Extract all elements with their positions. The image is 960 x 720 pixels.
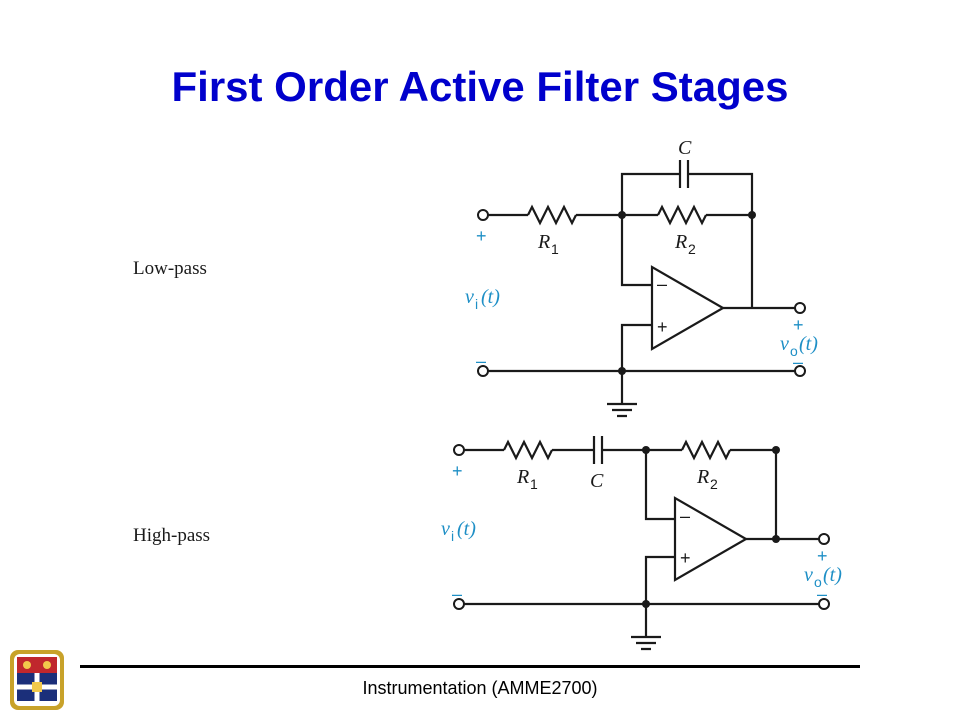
high-pass-vo-argument: (t): [823, 564, 842, 586]
low-pass-label: Low-pass: [133, 258, 207, 279]
low-pass-ground-icon: [607, 402, 637, 418]
high-pass-r1-subscript: 1: [530, 476, 538, 492]
high-pass-output-minus: –: [817, 584, 827, 604]
high-pass-r1-label: R: [516, 466, 529, 488]
high-pass-r2-resistor: [681, 439, 731, 461]
low-pass-vo-argument: (t): [799, 333, 818, 355]
high-pass-vo-label: v: [804, 564, 813, 586]
high-pass-vo-subscript: o: [814, 574, 822, 590]
low-pass-capacitor: [678, 160, 690, 188]
high-pass-r1-resistor: [503, 439, 553, 461]
low-pass-c-label: C: [678, 137, 692, 159]
low-pass-vi-label: v: [465, 286, 474, 308]
low-pass-r2-subscript: 2: [688, 241, 696, 257]
high-pass-vi-subscript: i: [451, 528, 454, 544]
low-pass-r1-resistor: [527, 204, 577, 226]
high-pass-vi-argument: (t): [457, 518, 476, 540]
high-pass-input-terminal: [453, 444, 465, 456]
low-pass-input-minus: –: [476, 351, 486, 371]
footer-divider: [80, 665, 860, 668]
high-pass-output-ground-terminal: [818, 598, 830, 610]
low-pass-input-plus: +: [476, 226, 487, 246]
footer-course-label: Instrumentation (AMME2700): [362, 678, 598, 698]
high-pass-input-ground-terminal: [453, 598, 465, 610]
low-pass-vo-subscript: o: [790, 343, 798, 359]
low-pass-output-ground-terminal: [794, 365, 806, 377]
low-pass-op-amp: [650, 265, 726, 351]
low-pass-vo-label: v: [780, 333, 789, 355]
high-pass-output-terminal: [818, 533, 830, 545]
high-pass-capacitor: [592, 436, 604, 464]
university-crest-icon: [10, 650, 64, 710]
slide-title: First Order Active Filter Stages: [171, 63, 789, 110]
high-pass-input-plus: +: [452, 461, 463, 481]
low-pass-input-ground-terminal: [477, 365, 489, 377]
low-pass-vi-argument: (t): [481, 286, 500, 308]
svg-text:–: –: [680, 506, 690, 526]
low-pass-r2-resistor: [657, 204, 707, 226]
low-pass-r1-label: R: [537, 231, 550, 253]
low-pass-r2-label: R: [674, 231, 687, 253]
high-pass-label: High-pass: [133, 525, 211, 546]
high-pass-c-label: C: [590, 470, 604, 492]
high-pass-output-plus: +: [817, 546, 828, 566]
high-pass-ground-icon: [631, 635, 661, 651]
high-pass-r2-subscript: 2: [710, 476, 718, 492]
low-pass-vi-subscript: i: [475, 296, 478, 312]
svg-text:+: +: [680, 548, 691, 568]
high-pass-r2-label: R: [696, 466, 709, 488]
low-pass-r1-subscript: 1: [551, 241, 559, 257]
high-pass-input-minus: –: [452, 584, 462, 604]
high-pass-op-amp: [673, 496, 749, 582]
low-pass-circuit: – + C R 1 R 2 + – v i (t) + v o (t) –: [465, 137, 818, 418]
low-pass-output-terminal: [794, 302, 806, 314]
low-pass-input-terminal: [477, 209, 489, 221]
high-pass-vi-label: v: [441, 518, 450, 540]
high-pass-circuit: – + R 1 C R 2 + – v i (t) + v o (t): [441, 436, 842, 651]
low-pass-output-plus: +: [793, 315, 804, 335]
svg-text:–: –: [657, 274, 667, 294]
svg-text:+: +: [657, 317, 668, 337]
low-pass-output-minus: –: [793, 352, 803, 372]
